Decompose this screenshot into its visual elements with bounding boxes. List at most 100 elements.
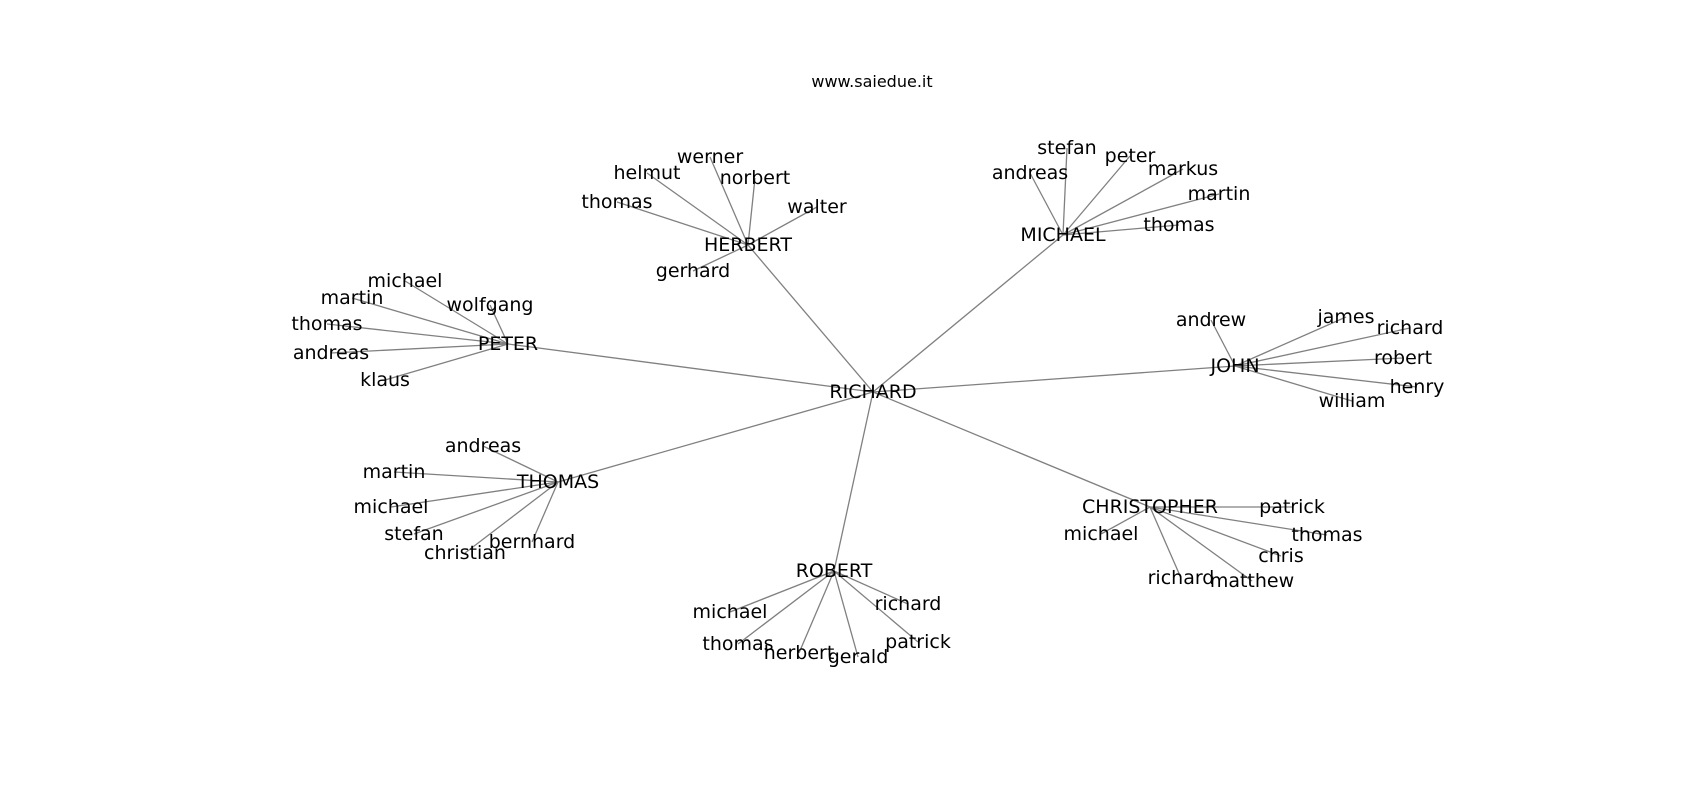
center-node: RICHARD (829, 381, 916, 403)
leaf-node-christopher-richard: richard (1148, 567, 1215, 589)
edge-michael-martin (1062, 193, 1220, 236)
leaf-node-herbert-gerhard: gerhard (656, 260, 730, 282)
leaf-node-robert-herbert: herbert (764, 642, 835, 664)
edge-john-robert (1234, 357, 1404, 367)
edges-layer (326, 147, 1418, 658)
edge-thomas-bernhard (531, 481, 559, 543)
edge-michael-thomas (1062, 224, 1180, 236)
edge-herbert-gerhard (692, 244, 749, 272)
leaf-node-michael-peter: peter (1105, 145, 1156, 167)
edge-robert-herbert (798, 570, 835, 654)
edge-herbert-thomas (616, 201, 749, 246)
leaf-node-herbert-walter: walter (787, 196, 847, 218)
edge-robert-gerald (833, 570, 859, 658)
edge-michael-andreas (1029, 172, 1064, 236)
edge-richard-christopher (872, 391, 1151, 508)
leaf-node-michael-thomas: thomas (1143, 214, 1214, 236)
edge-robert-richard (833, 570, 909, 605)
edge-herbert-werner (709, 156, 749, 246)
leaf-node-john-william: william (1319, 390, 1386, 412)
leaf-node-herbert-thomas: thomas (581, 191, 652, 213)
leaf-node-john-robert: robert (1374, 347, 1432, 369)
edge-thomas-andreas (482, 445, 559, 483)
leaf-node-christopher-chris: chris (1258, 545, 1303, 567)
edge-richard-john (872, 365, 1236, 393)
edge-christopher-chris (1149, 506, 1282, 557)
leaf-node-christopher-michael: michael (1064, 523, 1139, 545)
group-node-michael: MICHAEL (1020, 224, 1106, 246)
site-label: www.saiedue.it (811, 72, 932, 91)
leaf-node-robert-richard: richard (875, 593, 942, 615)
edge-thomas-christian (464, 481, 559, 554)
edge-richard-michael (872, 234, 1064, 393)
leaf-node-christopher-patrick: patrick (1259, 496, 1325, 518)
leaf-node-herbert-helmut: helmut (613, 162, 680, 184)
leaf-node-john-andrew: andrew (1176, 309, 1246, 331)
edge-robert-michael (729, 570, 835, 613)
edge-christopher-matthew (1149, 506, 1253, 582)
leaf-node-thomas-michael: michael (354, 496, 429, 518)
leaf-node-peter-wolfgang: wolfgang (447, 294, 534, 316)
leaf-node-john-henry: henry (1390, 376, 1445, 398)
edge-herbert-walter (747, 206, 818, 246)
group-node-john: JOHN (1209, 355, 1259, 377)
edge-peter-andreas (330, 343, 509, 354)
edge-richard-herbert (747, 244, 874, 393)
leaf-node-peter-michael: michael (368, 270, 443, 292)
edge-john-andrew (1210, 319, 1236, 367)
edge-peter-martin (351, 297, 509, 345)
leaf-node-thomas-christian: christian (424, 542, 506, 564)
edge-robert-thomas (737, 570, 835, 645)
group-node-christopher: CHRISTOPHER (1082, 496, 1218, 518)
edge-christopher-thomas (1149, 506, 1328, 536)
leaf-node-john-richard: richard (1377, 317, 1444, 339)
edge-peter-wolfgang (489, 304, 509, 345)
leaf-node-michael-markus: markus (1148, 158, 1218, 180)
edge-richard-peter (507, 343, 874, 393)
leaf-node-robert-patrick: patrick (885, 631, 951, 653)
leaf-node-peter-thomas: thomas (291, 313, 362, 335)
edge-peter-thomas (326, 323, 509, 345)
edge-michael-peter (1062, 155, 1131, 236)
edge-peter-michael (404, 280, 509, 345)
edge-john-henry (1234, 365, 1418, 388)
edge-peter-klaus (384, 343, 509, 381)
leaf-node-christopher-thomas: thomas (1291, 524, 1362, 546)
edge-michael-markus (1062, 168, 1184, 236)
leaf-node-christopher-matthew: matthew (1210, 570, 1294, 592)
leaf-node-peter-andreas: andreas (293, 342, 369, 364)
edge-michael-stefan (1062, 147, 1068, 236)
group-node-robert: ROBERT (796, 560, 873, 582)
edge-john-richard (1234, 327, 1411, 367)
leaf-node-robert-michael: michael (693, 601, 768, 623)
leaf-node-michael-stefan: stefan (1037, 137, 1096, 159)
edge-john-james (1234, 316, 1347, 367)
edge-richard-thomas (557, 391, 874, 483)
leaf-node-peter-martin: martin (321, 287, 384, 309)
group-node-herbert: HERBERT (704, 234, 792, 256)
edge-robert-patrick (833, 570, 919, 643)
edge-christopher-richard (1149, 506, 1182, 579)
group-node-thomas: THOMAS (516, 471, 599, 493)
leaf-node-thomas-martin: martin (363, 461, 426, 483)
edge-richard-robert (833, 391, 874, 572)
edge-herbert-helmut (646, 172, 749, 246)
edge-thomas-michael (390, 481, 559, 508)
leaf-node-robert-gerald: gerald (828, 646, 889, 668)
leaf-node-peter-klaus: klaus (360, 369, 410, 391)
leaf-node-john-james: james (1316, 306, 1374, 328)
leaf-node-herbert-werner: werner (677, 146, 743, 168)
group-node-peter: PETER (478, 333, 538, 355)
edge-john-william (1234, 365, 1353, 402)
edge-thomas-stefan (413, 481, 559, 535)
leaf-node-michael-martin: martin (1188, 183, 1251, 205)
edge-christopher-michael (1100, 506, 1151, 535)
leaf-node-thomas-bernhard: bernhard (489, 531, 576, 553)
leaf-node-michael-andreas: andreas (992, 162, 1068, 184)
edge-thomas-martin (393, 471, 559, 483)
edge-herbert-norbert (747, 177, 756, 246)
leaf-node-herbert-norbert: norbert (720, 167, 791, 189)
leaf-node-robert-thomas: thomas (702, 633, 773, 655)
